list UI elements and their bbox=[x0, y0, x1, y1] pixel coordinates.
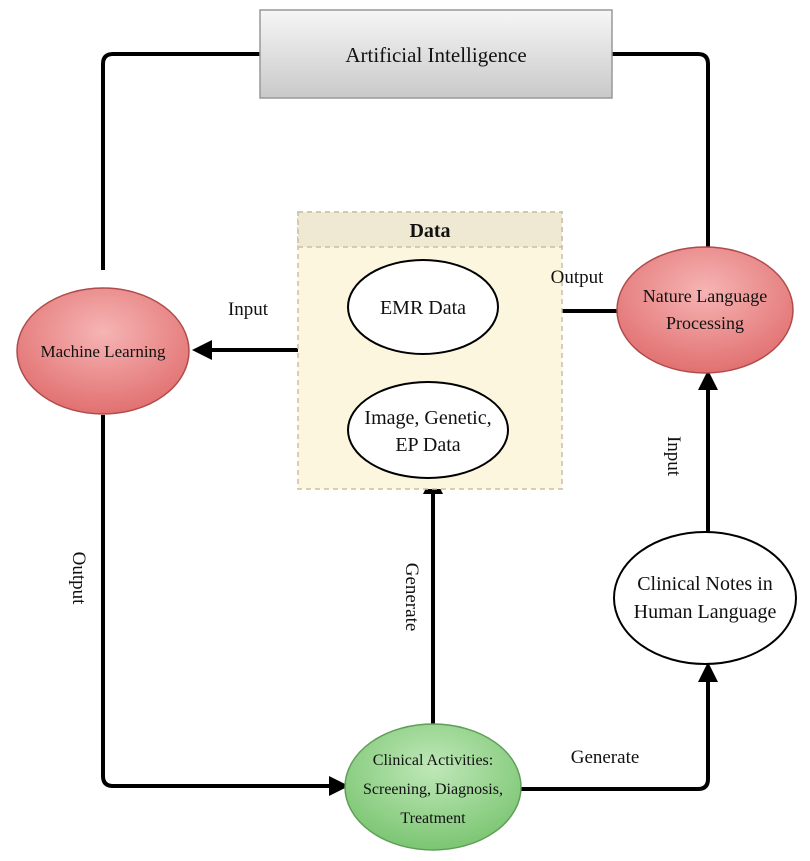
arrow-ml-output bbox=[101, 415, 349, 796]
data-title: Data bbox=[409, 220, 450, 242]
clinical-notes-label-line2: Human Language bbox=[634, 601, 777, 623]
image-data-label-line2: EP Data bbox=[395, 434, 460, 456]
connector-ai-to-nlp bbox=[612, 52, 710, 248]
edge-label-generate-right: Generate bbox=[571, 747, 640, 768]
emr-data-label: EMR Data bbox=[380, 297, 466, 319]
data-header bbox=[297, 211, 563, 248]
edge-label-output-nlp: Output bbox=[551, 267, 605, 288]
image-data-label-line1: Image, Genetic, bbox=[364, 407, 491, 429]
nlp-node bbox=[616, 246, 794, 374]
clinical-activities-node bbox=[344, 723, 522, 851]
ai-title-box bbox=[259, 9, 613, 99]
nlp-label-line1: Nature Language bbox=[643, 286, 767, 306]
edge-label-output-ml: Output bbox=[68, 552, 89, 606]
edge-label-input-ml: Input bbox=[228, 299, 269, 320]
nlp-label-line2: Processing bbox=[666, 313, 744, 333]
clinical-activities-line3: Treatment bbox=[400, 810, 466, 827]
image-data-node bbox=[347, 381, 509, 479]
machine-learning-label: Machine Learning bbox=[40, 342, 166, 361]
ai-title: Artificial Intelligence bbox=[345, 43, 526, 67]
edge-label-generate-up: Generate bbox=[401, 563, 422, 632]
arrow-ca-to-notes bbox=[520, 662, 718, 791]
edge-label-input-nlp: Input bbox=[663, 436, 684, 477]
clinical-activities-line2: Screening, Diagnosis, bbox=[363, 781, 503, 798]
clinical-notes-node bbox=[613, 531, 797, 665]
clinical-notes-label-line1: Clinical Notes in bbox=[637, 573, 773, 595]
machine-learning-node bbox=[16, 287, 190, 415]
emr-data-node bbox=[347, 259, 499, 355]
clinical-activities-line1: Clinical Activities: bbox=[373, 752, 493, 769]
connector-ml-to-ai bbox=[101, 52, 260, 270]
